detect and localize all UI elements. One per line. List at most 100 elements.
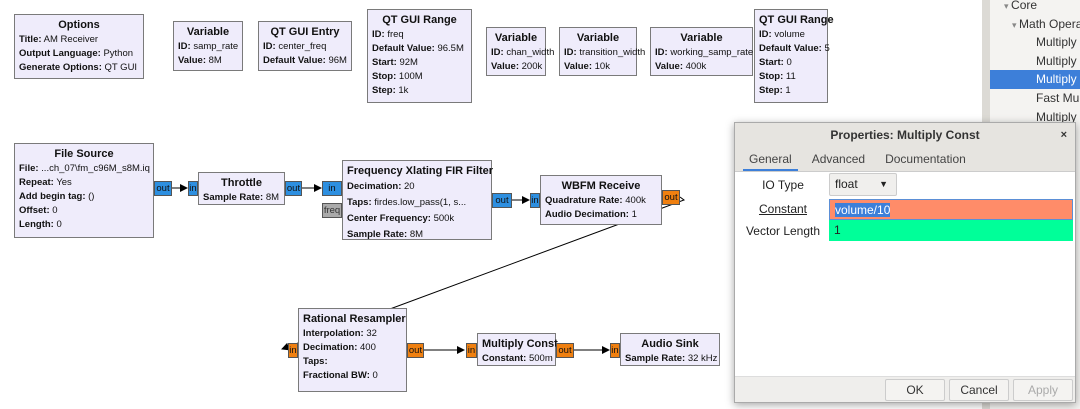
block-param: Sample Rate: 8M [203,191,280,205]
tab-bar: General Advanced Documentation [735,148,1075,172]
block-title: File Source [54,148,114,160]
block-title: Multiply Const [482,338,558,350]
block-title: WBFM Receive [561,180,641,192]
block-param: Default Value: 5 [759,42,830,56]
param-label: Title: [19,34,42,45]
cancel-button[interactable]: Cancel [949,379,1009,401]
dialog-button-bar: OK Cancel Apply [735,376,1075,402]
block-title: Audio Sink [641,338,699,350]
ok-button[interactable]: OK [885,379,945,401]
out-port[interactable]: out [154,181,172,196]
constant-input[interactable]: volume/10 [829,199,1073,220]
expand-arrow-icon[interactable]: ▾ [1004,1,1012,11]
freq-port[interactable]: freq [322,203,342,218]
block-param: Step: 1k [372,84,467,98]
param-label: Add begin tag: [19,191,86,202]
tree-item[interactable]: Multiply by Tag Value [990,33,1080,52]
param-value: 500k [433,213,455,224]
in-port[interactable]: in [530,193,540,208]
param-value: 1 [785,85,791,96]
tree-item[interactable]: Multiply by Matrix [990,108,1080,127]
in-port[interactable]: in [288,343,298,358]
tree-item[interactable]: Fast Multiply Const [990,89,1080,108]
param-value: 10k [594,61,610,72]
param-value: 20 [404,181,415,192]
tab-documentation[interactable]: Documentation [885,152,966,166]
param-label: Default Value: [759,43,822,54]
connections [172,184,686,354]
param-value: 100M [398,71,423,82]
param-label: Audio Decimation: [545,209,629,220]
constant-label: Constant [758,202,808,216]
param-value: 8M [409,229,424,240]
out-port[interactable]: out [407,343,424,358]
apply-button[interactable]: Apply [1013,379,1073,401]
block-param: File: ...ch_07\fm_c96M_s8M.iq [19,162,150,176]
in-port[interactable]: in [188,181,198,196]
param-value: Yes [56,177,72,188]
param-label: ID: [178,41,191,52]
vector-length-label: Vector Length [745,224,821,238]
block-param: Start: 92M [372,56,467,70]
close-icon[interactable]: × [1060,129,1067,141]
io-type-label: IO Type [762,178,804,192]
expand-arrow-icon[interactable]: ▾ [1012,19,1020,30]
param-label: Value: [178,55,206,66]
io-type-value: float [835,177,858,191]
block-param: Step: 1 [759,84,823,98]
io-type-select[interactable]: float▼ [829,173,897,196]
block-param: Interpolation: 32 [303,327,402,341]
param-label: ID: [491,47,504,58]
block-title: Options [58,19,100,31]
param-label: Decimation: [303,342,358,353]
tree-item[interactable]: Multiply Const [990,70,1080,90]
vector-length-input[interactable]: 1 [829,220,1073,241]
param-value: 1k [398,85,409,96]
param-value: 96.5M [437,43,464,54]
in-port[interactable]: in [610,343,620,358]
block-param: Sample Rate: 32 kHz [625,352,717,366]
param-label: Sample Rate: [203,192,264,203]
param-label: Stop: [372,71,397,82]
tree-item-label: Multiply by Tag Value [1036,35,1080,50]
block-param: Decimation: 400 [303,341,402,355]
tab-advanced[interactable]: Advanced [811,152,866,166]
out-port[interactable]: out [556,343,574,358]
tree-item[interactable]: ▾ Core [990,0,1080,15]
block-param: Default Value: 96.5M [372,42,467,56]
param-label: Default Value: [263,55,326,66]
block-param: Repeat: Yes [19,176,149,190]
tree-item[interactable]: ▾ Math Operators [990,15,1080,34]
param-label: Constant: [482,353,527,364]
in-port[interactable]: in [322,181,342,196]
out-port[interactable]: out [285,181,302,196]
param-value: () [88,191,95,202]
param-value: 0 [52,205,58,216]
block-param: ID: freq [372,28,467,42]
param-value: ...ch_07\fm_c96M_s8M.iq [41,163,150,174]
tree-item[interactable]: Multiply Conjugate [990,52,1080,71]
tab-general[interactable]: General [743,148,798,171]
block-title: Variable [576,32,620,44]
out-port[interactable]: out [492,193,512,208]
in-port[interactable]: in [466,343,477,358]
out-port[interactable]: out [662,190,680,205]
param-value: 400 [360,342,376,353]
block-param: Add begin tag: () [19,190,149,204]
block-param: Offset: 0 [19,204,149,218]
